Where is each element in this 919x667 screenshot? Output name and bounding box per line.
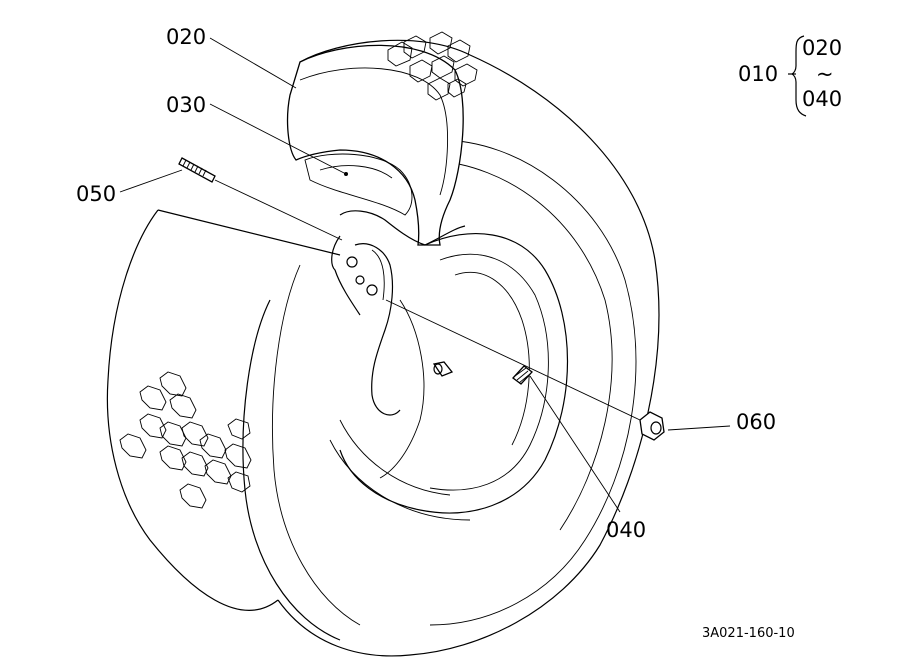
assembly-range-end: 040 [802, 87, 842, 111]
leader-lines [119, 37, 731, 513]
label-030: 030 [166, 93, 206, 117]
label-040: 040 [606, 518, 646, 542]
tread-pattern-top [387, 31, 478, 101]
wheel-rim [329, 232, 568, 521]
tread-pattern-left [119, 371, 252, 509]
assembly-bracket [788, 35, 807, 117]
valve-stem [512, 365, 533, 385]
assembly-range-sep: ~ [816, 62, 834, 86]
wheel-nut [639, 411, 665, 441]
assembly-code: 010 [738, 62, 778, 86]
label-060: 060 [736, 410, 776, 434]
tire-body [106, 39, 660, 657]
center-bolt [432, 361, 454, 377]
stud-bolt [178, 157, 216, 183]
drawing-number: 3A021-160-10 [702, 626, 795, 641]
assembly-range-start: 020 [802, 36, 842, 60]
tire-cross-section [286, 44, 466, 246]
label-020: 020 [166, 25, 206, 49]
label-050: 050 [76, 182, 116, 206]
